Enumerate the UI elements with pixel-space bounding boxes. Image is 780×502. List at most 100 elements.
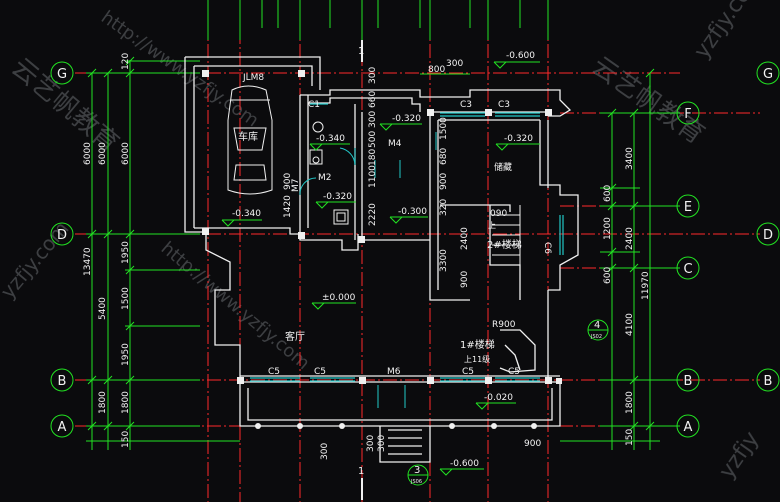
section-mark-top-label: 1 <box>358 46 364 57</box>
axis-bubble-right-f: F <box>676 101 700 125</box>
watermark-text-4: 云艺帆教育 <box>586 51 710 150</box>
dimension-lines-left <box>86 56 240 450</box>
dim-090-label: 090 <box>490 209 507 219</box>
axis-bubble-label: A <box>684 420 693 435</box>
dim-top-1100: 1100 <box>368 165 378 188</box>
dim-left-outer-1: 6000 <box>83 142 93 165</box>
dim-3300-mid: 3300 <box>439 249 449 272</box>
axis-bubble-label: A <box>58 420 67 435</box>
structural-columns <box>202 70 562 384</box>
dim-left-outer-150: 150 <box>121 431 131 448</box>
window-c5b-label: C5 <box>314 367 326 377</box>
axis-bubble-label: B <box>764 374 773 389</box>
axis-bubble-label: E <box>684 200 692 215</box>
axis-bubble-label: B <box>684 374 693 389</box>
window-c5c-label: C5 <box>462 367 474 377</box>
dim-top-900: 900 <box>439 173 449 190</box>
dim-1420: 1420 <box>283 195 293 218</box>
dim-top-300c: 300 <box>368 111 378 128</box>
detail-callout-bottom: 3 JS06 <box>407 464 429 486</box>
dim-right-2400: 2400 <box>625 227 635 250</box>
dim-900-garage: 900 <box>283 173 293 190</box>
level-storage: -0.320 <box>504 134 533 144</box>
level-garage: -0.340 <box>232 209 261 219</box>
dim-top-300a: 300 <box>446 59 463 69</box>
room-living-label: 客厅 <box>285 330 305 343</box>
stair-up-label: 上11级 <box>464 354 490 364</box>
dim-left-outer-4: 13470 <box>83 247 93 276</box>
level-bottom: -0.600 <box>450 459 479 469</box>
dim-top-320: 320 <box>439 199 449 216</box>
dim-top-180: 180 <box>368 149 378 166</box>
watermark-text-1: yzfjy.com <box>689 0 768 63</box>
dim-900-bottom: 900 <box>524 439 541 449</box>
axis-bubble-label: G <box>57 67 67 82</box>
axis-bubble-right-b: B <box>676 368 700 392</box>
dimension-lines-top <box>207 0 549 75</box>
section-mark-top: 1 <box>358 40 364 62</box>
dim-left-inner-120: 120 <box>121 53 131 70</box>
dim-left-inner-1950b: 1950 <box>121 343 131 366</box>
dim-top-680: 680 <box>439 148 449 165</box>
detail-bottom-num: 3 <box>414 465 420 476</box>
dim-top-2220: 2220 <box>368 203 378 226</box>
window-c5d-label: C5 <box>508 367 520 377</box>
level-markers <box>221 61 540 476</box>
detail-callout-right: 4 JS02 <box>587 319 609 341</box>
axis-bubble-far-right-b: B <box>756 368 780 392</box>
level-hall: -0.320 <box>323 192 352 202</box>
axis-bubble-right-a: A <box>676 414 700 438</box>
dim-right-600a: 600 <box>603 185 613 202</box>
room-storage-label: 储藏 <box>494 161 512 173</box>
dim-top-500: 500 <box>368 131 378 148</box>
detail-right-sub: JS02 <box>590 334 602 340</box>
dim-right-600b: 600 <box>603 267 613 284</box>
porch-posts <box>255 423 537 429</box>
axis-bubble-label: D <box>763 228 773 243</box>
watermark-text-7: yzfjy <box>714 427 764 483</box>
window-c1-label: C1 <box>308 100 320 110</box>
level-top: -0.600 <box>506 51 535 61</box>
axis-bubble-right-c: C <box>676 256 700 280</box>
windows <box>250 103 564 382</box>
dim-left-outer-3: 5400 <box>98 297 108 320</box>
axis-bubble-right-e: E <box>676 194 700 218</box>
dim-left-inner-6000: 6000 <box>121 142 131 165</box>
axis-bubble-far-right-d: D <box>756 222 780 246</box>
room-garage-label: 车库 <box>238 130 258 143</box>
car-symbol <box>227 85 273 195</box>
dim-2400-mid: 2400 <box>460 227 470 250</box>
bathroom-fixtures <box>309 121 349 225</box>
window-c3b-label: C3 <box>498 100 510 110</box>
dim-top-300b: 300 <box>368 67 378 84</box>
dimension-lines-right <box>560 68 680 450</box>
watermark-text-5: http://www.yzfjy.com <box>157 238 314 374</box>
stair-2-label: 2#楼梯 <box>487 238 522 251</box>
axis-bubble-left-g: G <box>50 61 74 85</box>
doors <box>299 132 437 408</box>
dim-300-b: 300 <box>366 435 376 452</box>
door-m2-label: M2 <box>318 173 332 183</box>
dim-left-inner-1950a: 1950 <box>121 241 131 264</box>
dim-left-outer-1800: 1800 <box>98 391 108 414</box>
window-c5a-label: C5 <box>268 367 280 377</box>
axis-bubble-label: F <box>684 107 691 122</box>
axis-bubble-label: B <box>58 374 67 389</box>
dim-top-800: 800 <box>428 65 445 75</box>
axis-bubble-label: D <box>57 228 67 243</box>
door-m6-label: M6 <box>387 367 401 377</box>
section-mark-bottom-label: 1 <box>358 466 364 477</box>
axis-bubble-left-a: A <box>50 414 74 438</box>
axis-bubble-far-right-g: G <box>756 61 780 85</box>
level-c1: -0.340 <box>316 134 345 144</box>
detail-right-num: 4 <box>594 320 600 331</box>
axis-bubble-left-d: D <box>50 222 74 246</box>
level-m4: -0.300 <box>398 207 427 217</box>
door-m4-label: M4 <box>388 139 402 149</box>
dim-top-1500: 1500 <box>439 117 449 140</box>
level-living: ±0.000 <box>322 293 356 303</box>
door-m7-label: M7 <box>291 179 301 193</box>
axis-bubbles: G D B A F E C B A D B G <box>50 61 780 438</box>
